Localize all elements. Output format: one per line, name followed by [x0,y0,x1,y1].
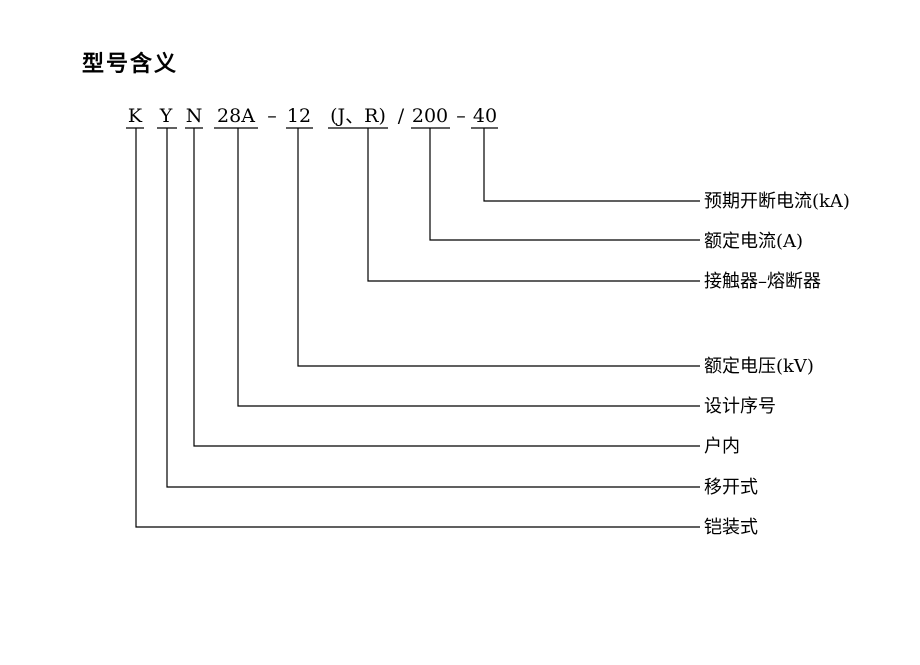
label-indoor: 户内 [704,436,740,457]
code-part-n: N [186,105,203,127]
code-part-40: 40 [473,105,497,127]
code-part-200: 200 [412,105,448,127]
label-breaking-current: 预期开断电流(kA) [704,191,850,212]
code-part-dash-1: – [267,105,277,127]
code-part-12: 12 [287,105,311,127]
leader-12 [297,128,700,367]
code-part-28a: 28A [217,105,255,127]
label-design-number: 设计序号 [704,396,776,417]
label-withdrawable: 移开式 [704,477,758,498]
label-armored: 铠装式 [704,517,758,538]
leader-40 [483,128,700,202]
label-contactor-fuse: 接触器–熔断器 [704,271,821,292]
code-part-jr: (J、R) [330,105,386,127]
label-rated-voltage: 额定电压(kV) [704,356,814,377]
leader-jr [367,128,700,282]
code-part-y: Y [159,105,173,127]
leader-200 [429,128,700,241]
code-part-k: K [128,105,143,127]
code-part-dash-2: – [456,105,466,127]
leader-n [193,128,700,447]
label-rated-current: 额定电流(A) [704,231,803,252]
code-part-slash: / [398,105,405,127]
leader-k [135,128,700,528]
page-title: 型号含义 [82,52,179,77]
leader-y [166,128,700,488]
leader-28a [237,128,700,407]
